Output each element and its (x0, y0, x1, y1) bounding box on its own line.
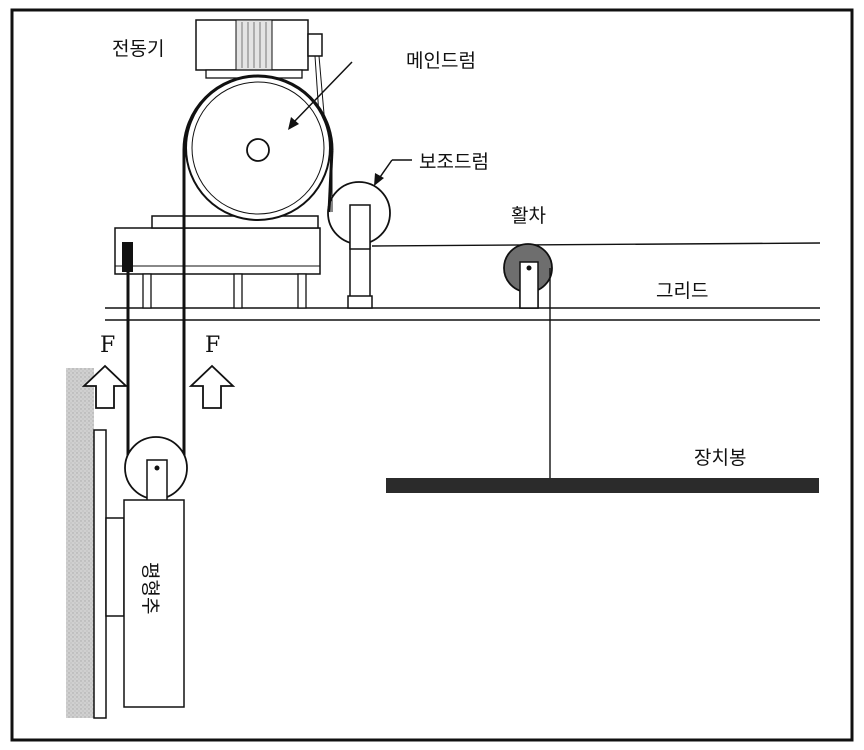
main-drum (185, 75, 331, 221)
batten (386, 478, 819, 493)
diagram-frame (10, 8, 854, 742)
force-label-right: F (205, 333, 220, 358)
aux-drum-arrowhead (374, 173, 384, 186)
grid-label: 그리드 (656, 280, 708, 302)
counterweight (105, 499, 185, 708)
wall (66, 368, 94, 718)
motor-label: 전동기 (112, 38, 164, 60)
wire-rope (126, 74, 334, 468)
aux-drum-label: 보조드럼 (419, 151, 489, 173)
motor (195, 19, 329, 161)
pulley-label: 활차 (511, 205, 546, 227)
force-arrow-left (81, 364, 129, 409)
lift-line-horizontal (371, 242, 821, 247)
pulley (503, 243, 553, 309)
guide-rail (93, 429, 107, 719)
counterweight-label: 평형추 (139, 562, 161, 614)
force-label-left: F (100, 333, 115, 358)
rope-anchor (122, 242, 133, 272)
counterweight-sheave (124, 436, 188, 503)
main-drum-label: 메인드럼 (406, 50, 476, 72)
main-drum-arrowhead (288, 117, 299, 130)
batten-label: 장치봉 (694, 447, 746, 469)
force-arrow-right (188, 364, 236, 409)
machine-base (114, 215, 321, 309)
grid-beam (105, 307, 820, 321)
aux-drum (327, 181, 391, 309)
